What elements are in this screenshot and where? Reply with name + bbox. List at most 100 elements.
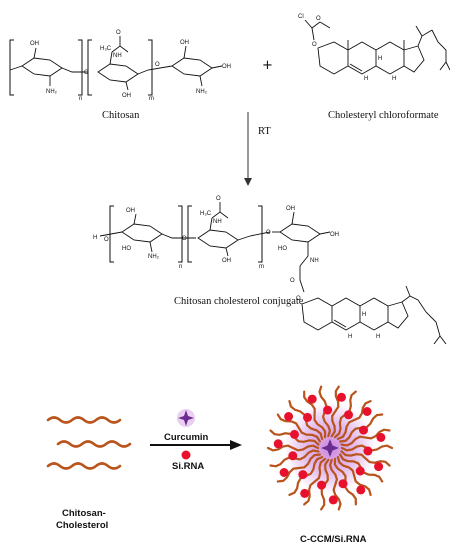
atom-o: O [182, 236, 187, 242]
micelle-chain [340, 450, 391, 467]
ring-3 [171, 57, 213, 77]
sirna-bead [355, 466, 365, 476]
atom-nh: NH [213, 219, 222, 225]
ring-2 [97, 63, 139, 83]
atom-oh: OH [122, 93, 131, 99]
atom-nh2: NH₂ [148, 254, 160, 260]
curcumin-label: Curcumin [164, 432, 209, 443]
atom-o: O [155, 62, 160, 68]
sirna-bead [338, 479, 348, 489]
chitosan-cholesterol-label-line2: Cholesterol [56, 520, 109, 531]
sirna-bead [363, 446, 373, 456]
atom-oh: OH [222, 258, 231, 264]
atom-nh2: NH₂ [46, 89, 58, 95]
subscript-m: m [149, 96, 154, 102]
bracket-n-open [9, 39, 14, 96]
atom-nh2: NH₂ [196, 89, 208, 95]
bracket-m-open [87, 39, 92, 96]
subscript-m: m [259, 264, 264, 270]
sirna-bead-icon [181, 450, 191, 460]
sirna-bead [307, 394, 317, 404]
sirna-bead [288, 451, 298, 461]
atom-h: H [362, 312, 366, 318]
sirna-bead [328, 495, 338, 505]
sirna-bead [290, 429, 299, 439]
atom-h: H [364, 76, 368, 82]
bracket-n-close [178, 205, 183, 263]
sirna-bead [374, 462, 384, 472]
nanoparticle-assembly [46, 385, 394, 511]
cholesteryl-chloroformate-structure: Cl O O H H H [298, 14, 450, 82]
atom-h: H [376, 334, 380, 340]
chitosan-structure: OH NH₂ O NH O H₃C OH O OH NH₂ OH n m [9, 30, 231, 102]
sirna-bead [362, 407, 372, 416]
sirna-bead [303, 412, 312, 422]
micelle-chain [276, 453, 321, 483]
bracket-n-close [78, 39, 83, 96]
steroid-ring-b [347, 41, 377, 75]
atom-nh: NH [113, 53, 122, 59]
sirna-bead [337, 392, 346, 402]
chitosan-cholesterol-label-line1: Chitosan- [62, 508, 106, 519]
atom-h3c: H₃C [200, 211, 212, 217]
atom-oh: OH [126, 208, 135, 214]
atom-h: H [378, 56, 382, 62]
sirna-bead [284, 412, 294, 421]
bracket-m-open [187, 205, 192, 263]
reaction-arrow [244, 112, 252, 186]
polymer-chain [46, 416, 122, 424]
atom-o: O [116, 30, 121, 36]
atom-o: O [312, 42, 317, 48]
atom-h3c: H₃C [100, 46, 112, 52]
atom-o: O [266, 230, 271, 236]
atom-o: O [216, 196, 221, 202]
curcumin-core-star [321, 439, 339, 457]
micelle-chain [276, 413, 321, 443]
steroid-ring-a [317, 41, 349, 75]
polymer-chain [56, 440, 132, 448]
sirna-bead [376, 432, 386, 442]
reaction-condition: RT [258, 126, 271, 137]
atom-h: H [392, 76, 396, 82]
atom-cl: Cl [298, 14, 304, 20]
micelle-chain [336, 400, 372, 440]
sirna-bead [298, 470, 308, 480]
sirna-bead [300, 488, 310, 498]
sirna-bead [344, 410, 353, 420]
atom-h: H [93, 235, 97, 241]
atom-ho: HO [278, 246, 287, 252]
curcumin-icon [177, 409, 195, 427]
process-arrow [150, 440, 242, 450]
atom-oh: OH [180, 40, 189, 46]
conjugate-structure: H O OH HO NH₂ O NH O H₃C OH O OH HO OH N… [93, 196, 447, 345]
plus-sign: + [262, 58, 273, 73]
atom-nh: NH [310, 258, 319, 264]
micelle-chain [328, 458, 342, 511]
sirna-label: Si.RNA [172, 461, 205, 472]
micelle-chain [340, 428, 391, 447]
atom-h: H [348, 334, 352, 340]
steroid-ring-d [403, 45, 425, 73]
sirna-bead [279, 468, 289, 477]
ring-1 [21, 57, 63, 77]
atom-oh: OH [30, 41, 39, 47]
polymer-chain [46, 462, 122, 470]
sirna-bead [323, 405, 333, 415]
sirna-bead [317, 480, 327, 490]
atom-ho: HO [122, 246, 131, 252]
subscript-n: n [79, 96, 82, 102]
micelle-nanoparticle [266, 385, 394, 511]
c-ccm-sirna-label: C-CCM/Si.RNA [300, 534, 367, 545]
cholesteryl-chloroformate-label: Cholesteryl chloroformate [328, 110, 439, 121]
atom-o: O [316, 16, 321, 22]
conjugate-label: Chitosan cholesterol conjugate [174, 296, 304, 307]
bracket-m-close [148, 39, 153, 96]
sirna-bead [359, 425, 368, 435]
micelle-chain [266, 444, 320, 452]
atom-oh: OH [286, 206, 295, 212]
sirna-bead [356, 485, 366, 495]
micelle-chain [303, 457, 327, 506]
atom-oh: OH [330, 232, 339, 238]
